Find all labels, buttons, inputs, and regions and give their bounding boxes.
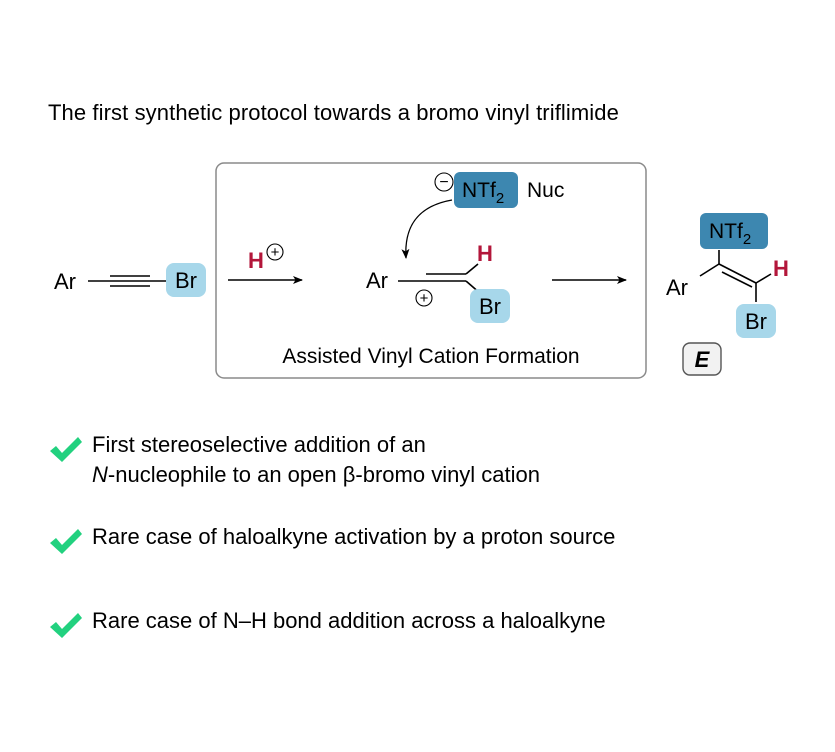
checkmark-icon <box>50 529 82 554</box>
highlight-point-3: Rare case of N–H bond addition across a … <box>48 606 606 640</box>
point-text: Rare case of haloalkyne activation by a … <box>92 524 616 549</box>
negative-charge-icon <box>434 172 454 192</box>
checkmark-icon <box>50 613 82 638</box>
hydrogen-label: H <box>773 256 789 281</box>
point-text: Rare case of N–H bond addition across a … <box>92 608 606 633</box>
point-line-2: N-nucleophile to an open β-bromo vinyl c… <box>92 462 541 487</box>
compound-label-box <box>682 342 722 376</box>
checkmark-icon <box>50 437 82 462</box>
aryl-label: Ar <box>366 268 388 293</box>
highlight-point-1: First stereoselective addition of an N-n… <box>48 430 540 490</box>
triflimide-highlight <box>700 213 768 249</box>
vinyl-cation-molecule: Ar H + Br <box>366 241 510 323</box>
product-molecule: NTf2 Ar H Br E <box>666 213 789 376</box>
bromine-label: Br <box>175 268 197 293</box>
aryl-label: Ar <box>54 269 76 294</box>
box-caption: Assisted Vinyl Cation Formation <box>282 345 579 368</box>
charge-minus: − <box>439 174 448 191</box>
protonation-arrow: H + <box>228 243 303 284</box>
bromoalkyne-molecule: Ar Br <box>54 263 206 297</box>
page-title: The first synthetic protocol towards a b… <box>48 100 619 125</box>
nuc-label: Nuc <box>527 179 564 202</box>
triflimide-label: NTf2 <box>462 179 504 207</box>
aryl-label: Ar <box>666 275 688 300</box>
bromine-label: Br <box>479 294 501 319</box>
triflimide-highlight <box>454 172 518 208</box>
reaction-scheme: Ar Br H + Assisted Vinyl Cation Formatio… <box>54 162 789 379</box>
positive-charge-icon <box>266 243 284 261</box>
bromine-label: Br <box>745 309 767 334</box>
point-line-1: First stereoselective addition of an <box>92 432 426 457</box>
triflimide-nucleophile: − NTf2 Nuc <box>434 172 564 208</box>
mechanism-box <box>215 162 647 379</box>
positive-charge-icon <box>415 289 433 307</box>
compound-label: E <box>695 347 711 372</box>
triple-bond <box>110 275 150 287</box>
curved-attack-arrow <box>401 199 453 259</box>
charge-plus: + <box>420 290 429 307</box>
bromine-highlight <box>470 289 510 323</box>
charge-plus: + <box>271 244 280 261</box>
hydrogen-label: H <box>477 241 493 266</box>
triflimide-label: NTf2 <box>709 220 751 248</box>
bromine-highlight <box>166 263 206 297</box>
highlight-point-2: Rare case of haloalkyne activation by a … <box>48 522 615 556</box>
point-text: First stereoselective addition of an N-n… <box>92 430 540 490</box>
proton-label: H <box>248 248 264 273</box>
bromine-highlight <box>736 304 776 338</box>
